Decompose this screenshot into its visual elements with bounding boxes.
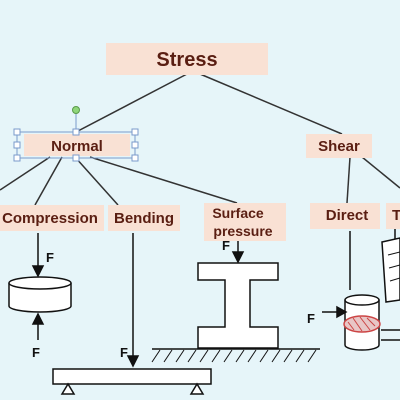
hatch-1 — [151, 349, 161, 363]
torsion-sheet — [381, 237, 400, 303]
compression-arrow-top-head — [31, 265, 45, 278]
selection-frame[interactable] — [13, 106, 139, 162]
hatch-8 — [235, 349, 245, 363]
rotate-handle[interactable] — [72, 106, 80, 114]
surface-pressure-node[interactable]: Surface pressure — [204, 203, 286, 241]
hatch-10 — [259, 349, 269, 363]
stress-box — [106, 43, 268, 75]
surface-force-label: F — [222, 238, 230, 253]
bending-support-right — [189, 382, 205, 395]
bending-support-left — [60, 382, 76, 395]
hatch-2 — [163, 349, 173, 363]
compression-cylinder-body — [8, 283, 72, 313]
shear-box — [306, 134, 372, 158]
resize-handle-nw[interactable] — [13, 128, 21, 136]
ground-hatch — [151, 349, 317, 363]
direct-label: Direct — [326, 207, 369, 224]
hatch-4 — [187, 349, 197, 363]
hatch-11 — [271, 349, 281, 363]
surface-arrow-head — [231, 251, 245, 264]
bending-box — [108, 205, 180, 231]
hatch-14 — [307, 349, 317, 363]
connector-normal-surface — [89, 156, 238, 204]
compression-cylinder-top — [8, 276, 72, 290]
connector-shear-torsion — [361, 156, 400, 189]
resize-handle-sw[interactable] — [13, 154, 21, 162]
direct-cylinder-top — [344, 294, 380, 306]
torsion-illustration — [381, 229, 400, 303]
direct-node[interactable]: Direct — [310, 203, 380, 229]
compression-box — [0, 205, 104, 231]
connector-normal-compression-2 — [34, 156, 63, 206]
resize-handle-s[interactable] — [72, 154, 80, 162]
direct-force-label: F — [307, 311, 315, 326]
resize-handle-se[interactable] — [131, 154, 139, 162]
direct-arrow-head — [336, 305, 348, 319]
bending-illustration: F — [52, 233, 212, 395]
hatch-9 — [247, 349, 257, 363]
resize-handle-e[interactable] — [131, 141, 139, 149]
bending-arrow-head — [126, 355, 140, 368]
torsion-label: T — [392, 207, 400, 224]
direct-right-arrows — [381, 329, 400, 341]
hatch-5 — [199, 349, 209, 363]
compression-illustration: F F — [8, 233, 72, 360]
i-section-block — [197, 262, 279, 349]
connector-shear-direct — [346, 156, 351, 204]
compression-force-label-top: F — [46, 250, 54, 265]
connector-stress-shear — [199, 73, 343, 135]
compression-label: Compression — [2, 210, 98, 227]
compression-arrow-bottom-head — [31, 312, 45, 325]
surface-pressure-illustration: F — [151, 238, 320, 363]
connector-stress-normal — [77, 73, 188, 132]
surface-pressure-label-line2: pressure — [213, 223, 272, 239]
connector-normal-compression — [0, 156, 51, 191]
hatch-6 — [211, 349, 221, 363]
direct-shear-hatch — [347, 316, 376, 332]
torsion-lines — [387, 251, 400, 282]
stress-label: Stress — [156, 49, 217, 71]
normal-box — [24, 134, 130, 156]
connector-normal-bending — [74, 156, 119, 206]
bending-beam — [52, 368, 212, 385]
bending-node[interactable]: Bending — [108, 205, 180, 231]
hatch-3 — [175, 349, 185, 363]
surface-pressure-box — [204, 203, 286, 241]
resize-handle-n[interactable] — [72, 128, 80, 136]
bending-label: Bending — [114, 210, 174, 227]
surface-pressure-label-line1: Surface — [212, 205, 264, 221]
hatch-7 — [223, 349, 233, 363]
normal-node[interactable]: Normal — [13, 106, 139, 162]
hatch-12 — [283, 349, 293, 363]
stress-node[interactable]: Stress — [106, 43, 268, 75]
shear-label: Shear — [318, 138, 360, 155]
resize-handle-w[interactable] — [13, 141, 21, 149]
normal-label: Normal — [51, 138, 103, 155]
compression-force-label-bottom: F — [32, 345, 40, 360]
direct-shear-illustration: F — [307, 231, 400, 351]
torsion-box — [386, 203, 400, 229]
shear-node[interactable]: Shear — [306, 134, 372, 158]
hatch-13 — [295, 349, 305, 363]
direct-box — [310, 203, 380, 229]
bending-force-label: F — [120, 345, 128, 360]
compression-node[interactable]: Compression — [0, 205, 104, 231]
torsion-node[interactable]: T — [386, 203, 400, 229]
connector-lines — [0, 73, 400, 206]
resize-handle-ne[interactable] — [131, 128, 139, 136]
